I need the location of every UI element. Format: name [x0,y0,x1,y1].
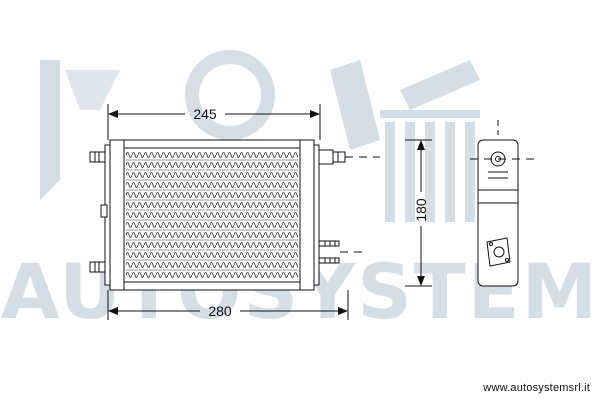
dimension-bottom-label: 280 [208,303,232,319]
dimension-top [107,104,321,140]
dimension-height [405,139,432,287]
left-outlet-pipe [89,261,106,273]
right-inlet-pipe [318,149,346,165]
dimension-bottom [107,290,349,320]
radiator-front-view [89,139,380,291]
dimension-height-label: 180 [413,198,429,222]
left-tank [109,139,125,291]
left-inlet-pipe [89,151,106,163]
website-url[interactable]: www.autosystemsrl.it [483,382,590,394]
dimension-top-label: 245 [193,106,217,122]
mounting-bolts [318,240,340,264]
right-tank [299,139,315,291]
radiator-side-view [470,120,535,287]
